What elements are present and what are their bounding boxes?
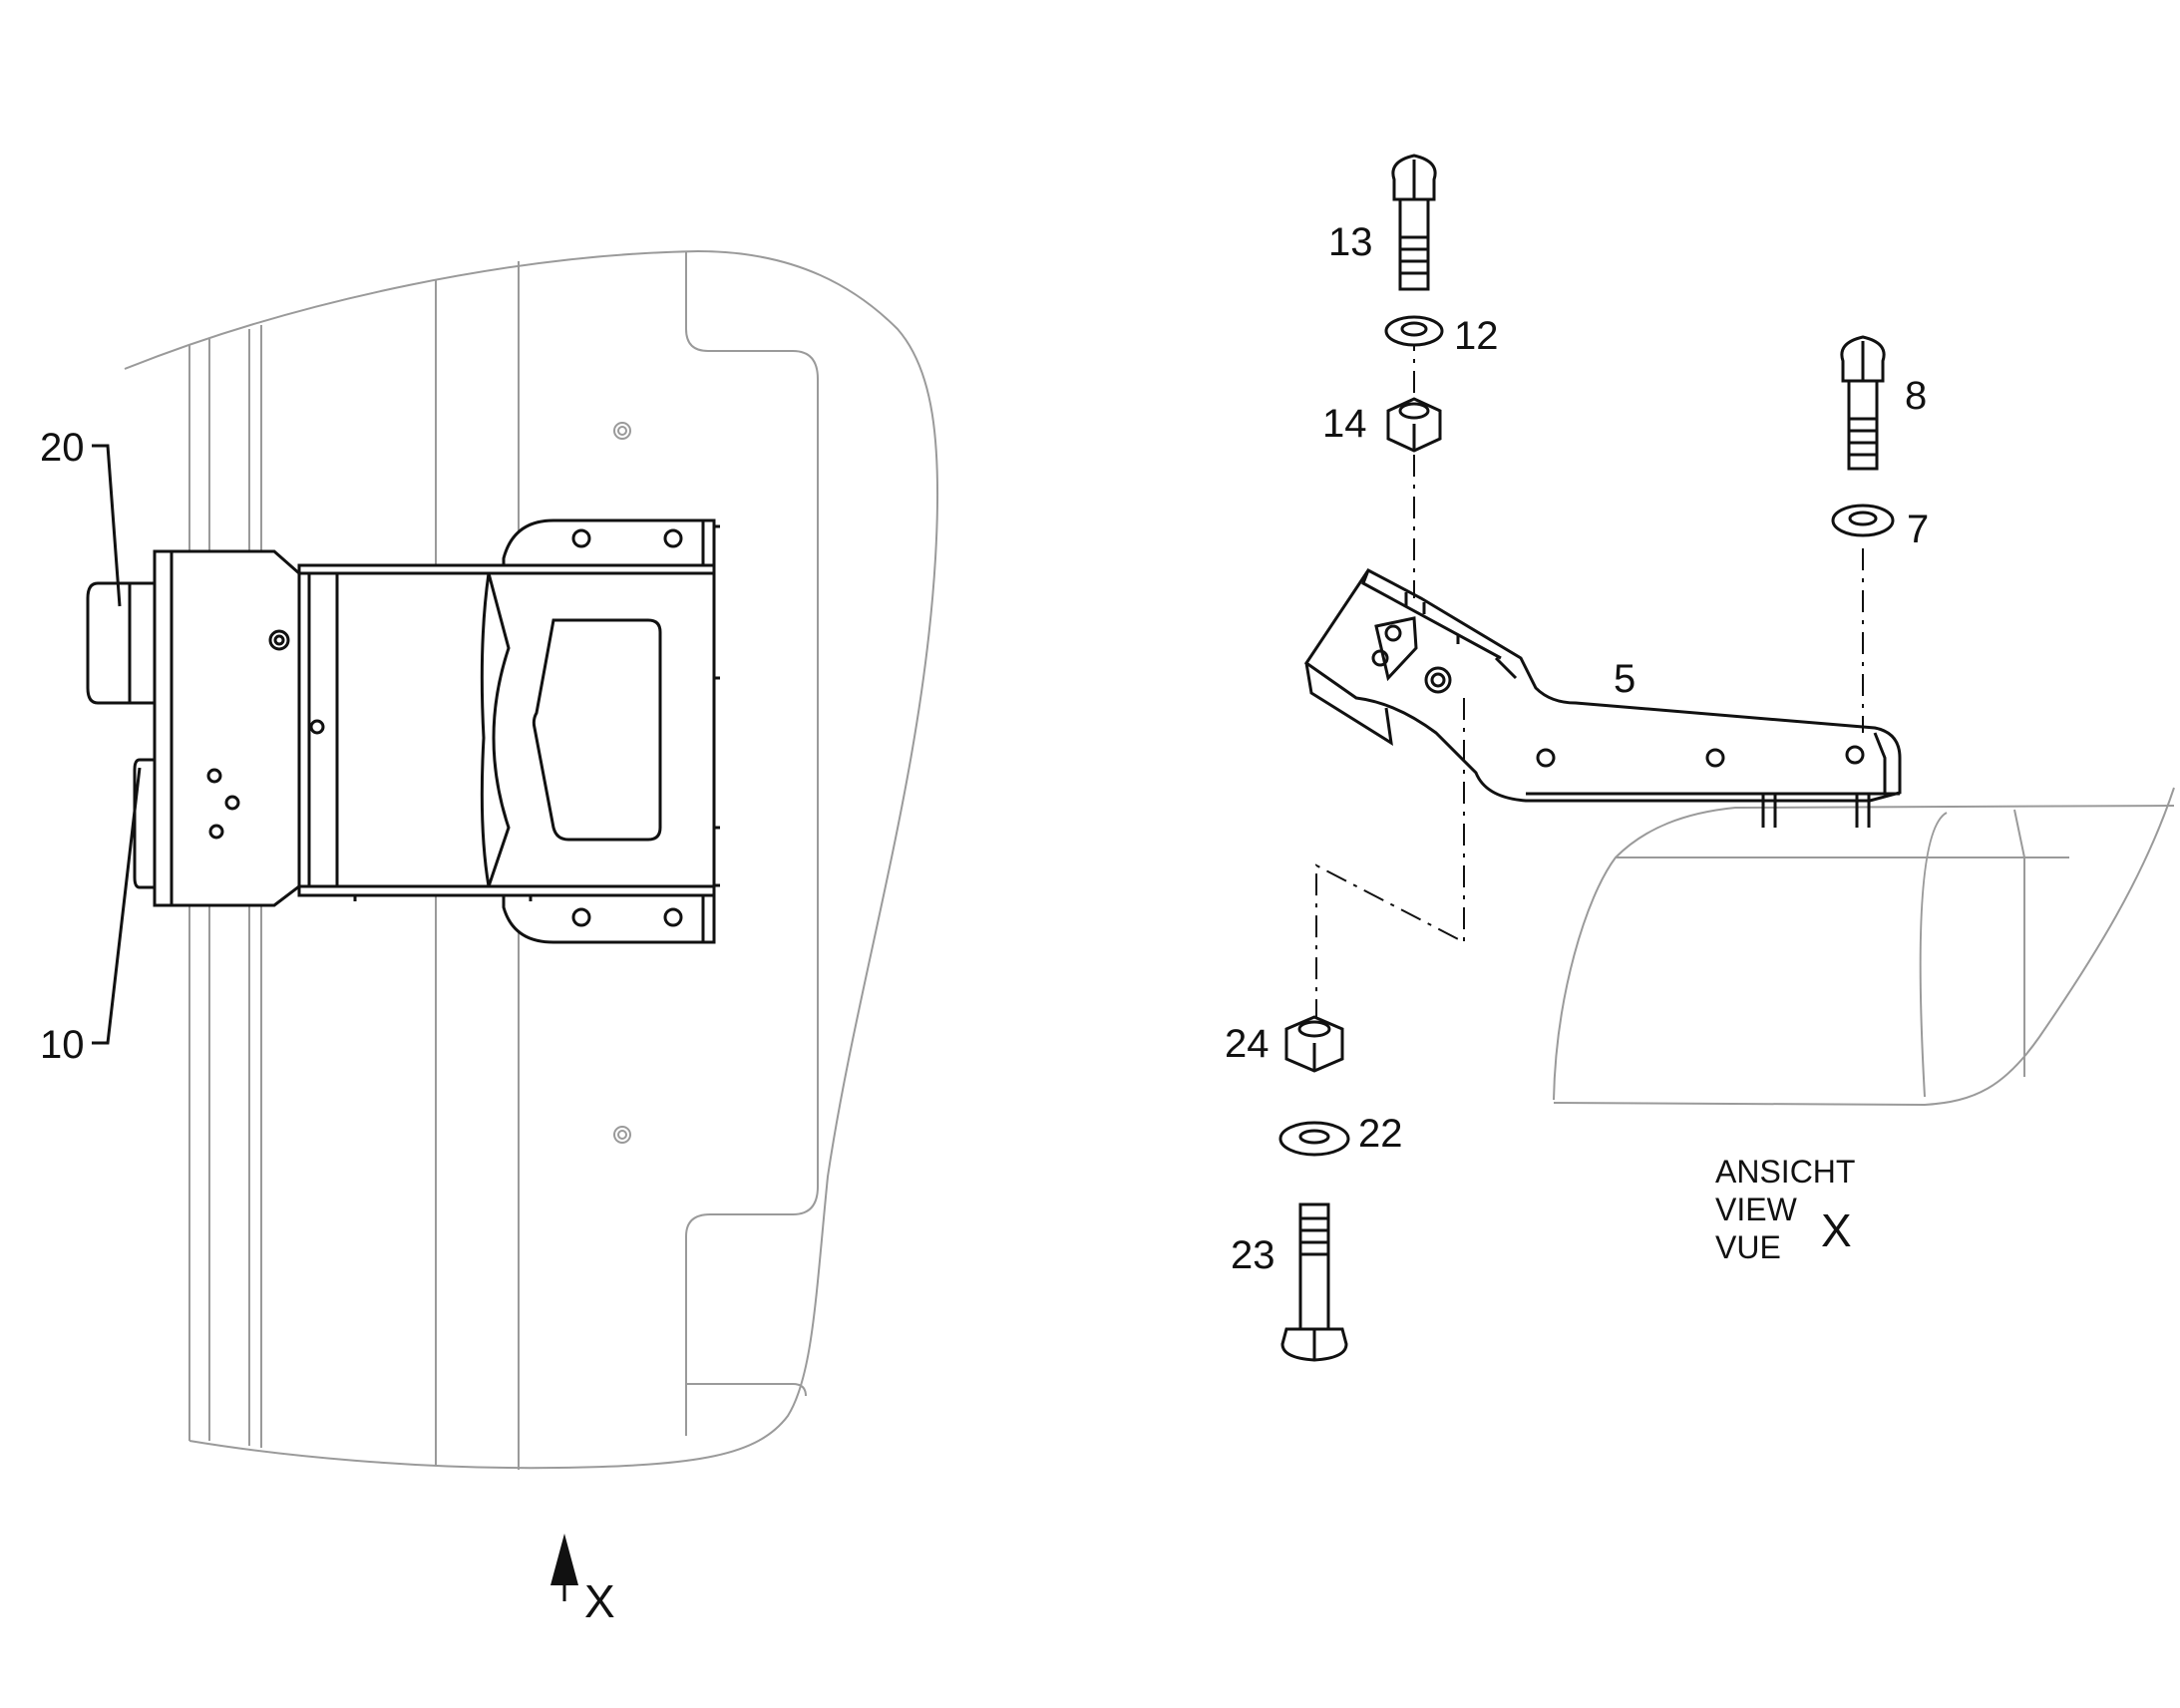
washer-item-12 xyxy=(1384,315,1444,347)
bolt-item-8 xyxy=(1840,335,1886,471)
leader-10 xyxy=(92,767,142,1045)
nut-item-24 xyxy=(1284,1015,1344,1073)
washer-item-7 xyxy=(1831,504,1895,537)
callout-23: 23 xyxy=(1231,1233,1275,1277)
callout-24: 24 xyxy=(1225,1022,1270,1066)
callout-13: 13 xyxy=(1328,220,1373,264)
leader-20 xyxy=(92,444,122,607)
bracket-item-5 xyxy=(1303,568,1902,828)
callout-8: 8 xyxy=(1905,374,1927,418)
view-arrow-letter: X xyxy=(584,1575,615,1627)
view-label-ansicht: ANSICHT xyxy=(1715,1154,1855,1190)
callout-22: 22 xyxy=(1358,1112,1403,1156)
hood-outline xyxy=(1553,787,2175,1107)
bolt-item-13 xyxy=(1391,154,1437,291)
view-label-letter: X xyxy=(1821,1204,1852,1256)
callout-7: 7 xyxy=(1907,508,1929,551)
view-arrow xyxy=(550,1534,578,1601)
centerline-23 xyxy=(1315,698,1465,1017)
callout-14: 14 xyxy=(1322,402,1367,446)
bracket-assembly xyxy=(86,518,720,944)
view-label-vue: VUE xyxy=(1715,1229,1781,1265)
nut-item-14 xyxy=(1386,397,1442,453)
callout-12: 12 xyxy=(1454,314,1499,358)
washer-item-22 xyxy=(1278,1121,1350,1157)
callout-10: 10 xyxy=(40,1023,85,1067)
view-label-view: VIEW xyxy=(1715,1192,1798,1227)
bolt-item-23 xyxy=(1280,1202,1348,1362)
callout-5: 5 xyxy=(1614,657,1635,701)
callout-20: 20 xyxy=(40,426,85,470)
